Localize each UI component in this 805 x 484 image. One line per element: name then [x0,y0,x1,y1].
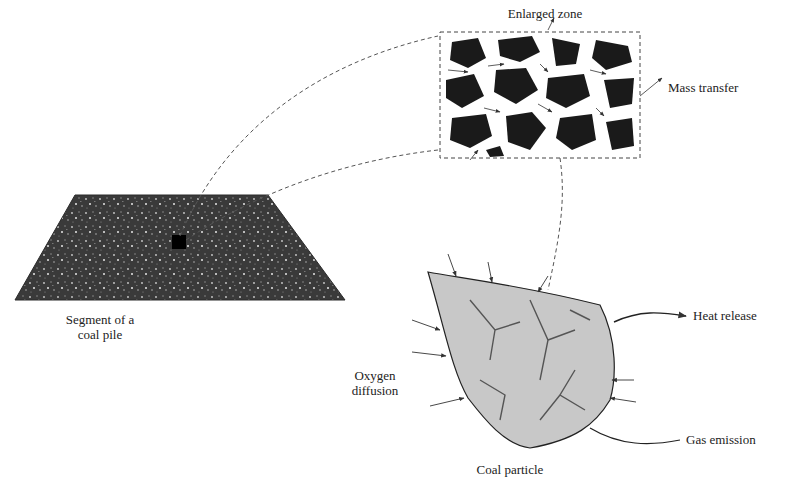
zoom-line [186,150,438,240]
coal-pile [15,195,345,300]
pore-cracks [470,300,590,420]
label: Enlarged zone [490,6,600,21]
segment-marker [172,235,186,249]
flow-arrows [448,18,662,160]
label: Coal particle [455,462,565,477]
zoom-line [180,36,438,236]
coal-particles [446,36,634,157]
enlarged-zone-frame [440,32,640,158]
label: Segment of a coal pile [55,312,145,342]
label: Mass transfer [668,80,768,95]
coal-particle [428,272,614,448]
label: Oxygen diffusion [340,368,410,398]
gas-leader [590,428,680,444]
label: Gas emission [686,432,786,447]
oxygen-arrows [412,254,636,406]
heat-arrow [614,313,686,322]
label: Heat release [693,308,793,323]
zoom-line [548,158,562,290]
